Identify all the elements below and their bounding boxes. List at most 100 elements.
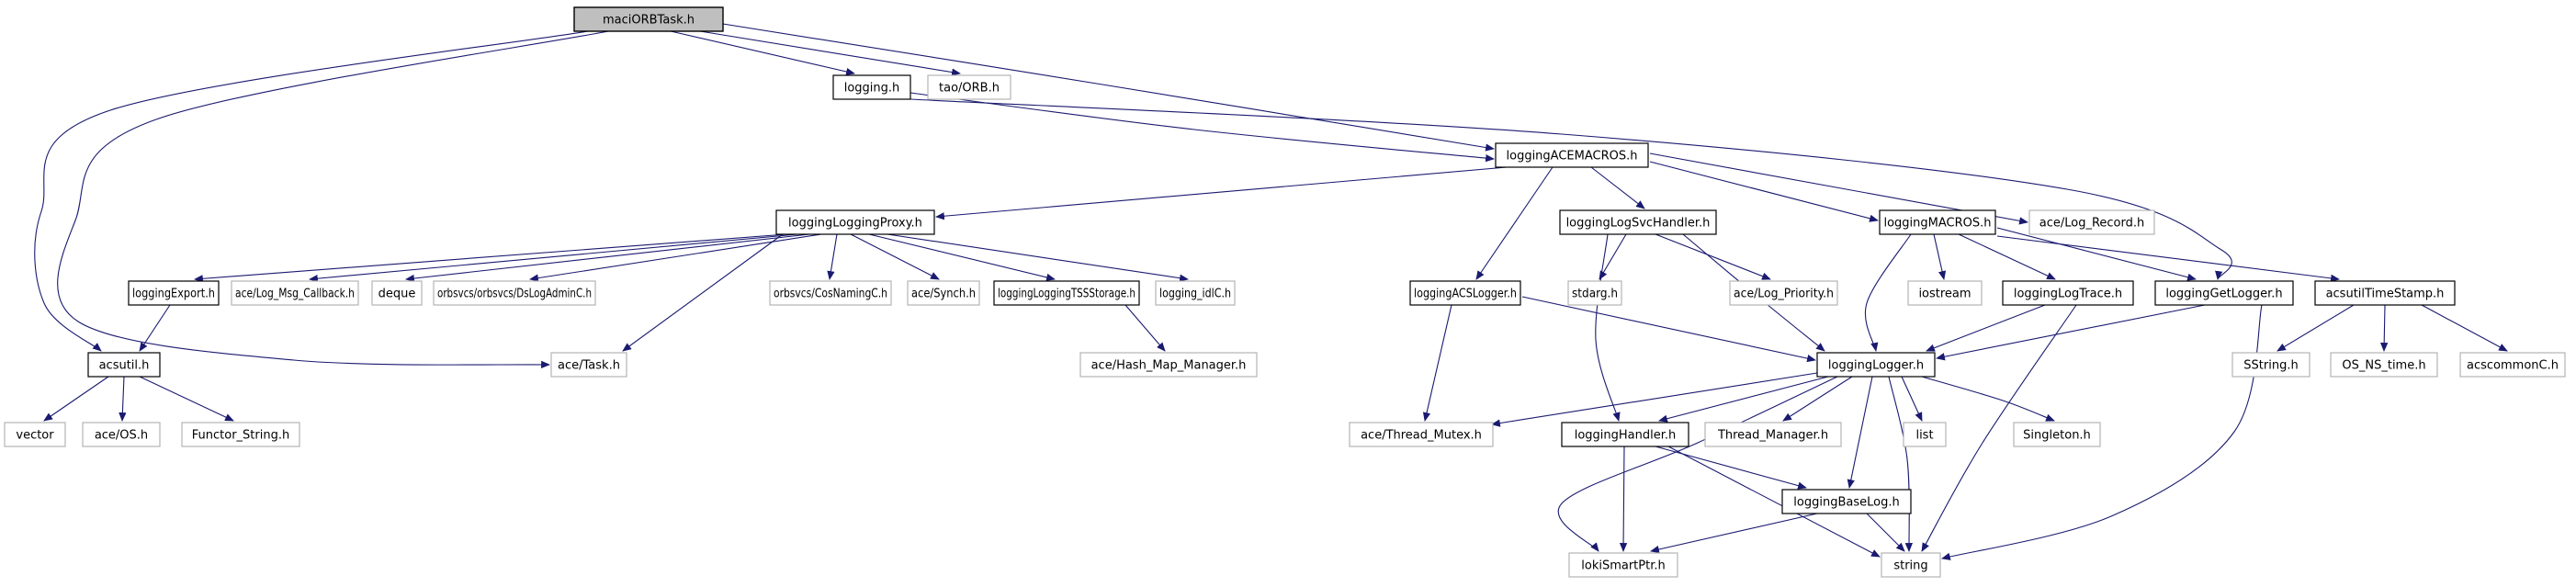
node-ace-Hash_Map_Manager-h: ace/Hash_Map_Manager.h bbox=[1079, 352, 1258, 378]
node-acsutil-h[interactable]: acsutil.h bbox=[87, 352, 161, 378]
node-label-vector: vector bbox=[16, 429, 54, 443]
edge-acsutilTimeStamp-h-to-SString-h bbox=[2277, 304, 2355, 352]
node-box-loggingACEMACROS-h bbox=[1495, 142, 1649, 168]
node-logging_idlC-h: logging_idlC.h bbox=[1155, 280, 1236, 306]
node-box-SString-h bbox=[2231, 352, 2310, 378]
node-label-loggingACEMACROS-h: loggingACEMACROS.h bbox=[1507, 150, 1638, 164]
edge-loggingLoggingProxy-h-to-loggingLoggingTSSStorage-h bbox=[868, 233, 1056, 281]
node-box-loggingLoggingTSSStorage-h bbox=[993, 280, 1140, 306]
edge-loggingLoggingProxy-h-to-ace-Task-h bbox=[622, 233, 784, 352]
node-label-ace-Log_Priority-h: ace/Log_Priority.h bbox=[1734, 288, 1834, 301]
edge-loggingExport-h-to-acsutil-h bbox=[139, 304, 171, 352]
node-box-stdarg-h bbox=[1567, 280, 1622, 306]
edge-loggingLogSvcHandler-h-to-loggingHandler-h bbox=[1595, 233, 1621, 422]
edge-loggingMACROS-h-to-acsutilTimeStamp-h bbox=[1996, 235, 2340, 283]
node-iostream: iostream bbox=[1907, 280, 1983, 306]
node-label-list: list bbox=[1915, 429, 1933, 443]
node-loggingHandler-h[interactable]: loggingHandler.h bbox=[1561, 422, 1689, 447]
edge-loggingLogger-h-to-loggingBaseLog-h bbox=[1847, 376, 1873, 489]
node-box-acsutilTimeStamp-h bbox=[2314, 280, 2456, 306]
node-box-loggingLogTrace-h bbox=[2002, 280, 2134, 306]
node-box-logging_idlC-h bbox=[1155, 280, 1236, 306]
node-label-deque: deque bbox=[378, 288, 416, 301]
edge-maciORBTask-h-to-acsutil-h bbox=[34, 30, 589, 352]
node-orbsvcs-DsLogAdminC-h: orbsvcs/orbsvcs/DsLogAdminC.h bbox=[433, 280, 596, 306]
edge-logging-h-to-loggingGetLogger-h bbox=[910, 98, 2232, 280]
edge-loggingMACROS-h-to-loggingLogTrace-h bbox=[1958, 233, 2056, 280]
edge-loggingACEMACROS-h-to-loggingACSLogger-h bbox=[1475, 166, 1554, 280]
edge-maciORBTask-h-to-logging-h bbox=[670, 30, 855, 76]
node-stdarg-h: stdarg.h bbox=[1567, 280, 1622, 306]
node-box-ace-Hash_Map_Manager-h bbox=[1079, 352, 1258, 378]
node-label-iostream: iostream bbox=[1918, 288, 1971, 301]
node-box-ace-Log_Priority-h bbox=[1729, 280, 1838, 306]
node-OS_NS_time-h: OS_NS_time.h bbox=[2330, 352, 2438, 378]
node-label-ace-OS-h: ace/OS.h bbox=[95, 429, 148, 443]
edge-loggingMACROS-h-to-loggingLogger-h bbox=[1865, 233, 1912, 352]
node-label-logging_idlC-h: logging_idlC.h bbox=[1159, 288, 1231, 301]
node-box-Singleton-h bbox=[2013, 422, 2101, 447]
node-box-loggingLogger-h bbox=[1816, 352, 1936, 378]
edge-loggingLogSvcHandler-h-to-stdarg-h bbox=[1599, 233, 1627, 280]
node-loggingLogTrace-h[interactable]: loggingLogTrace.h bbox=[2002, 280, 2134, 306]
node-loggingMACROS-h[interactable]: loggingMACROS.h bbox=[1879, 209, 1996, 235]
node-loggingLogger-h[interactable]: loggingLogger.h bbox=[1816, 352, 1936, 378]
node-label-loggingACSLogger-h: loggingACSLogger.h bbox=[1414, 288, 1517, 301]
node-box-loggingLoggingProxy-h bbox=[775, 209, 935, 235]
node-Thread_Manager-h: Thread_Manager.h bbox=[1704, 422, 1842, 447]
edge-loggingLogSvcHandler-h-to-ace-Log_Priority-h bbox=[1655, 233, 1771, 280]
node-label-ace-Log_Record-h: ace/Log_Record.h bbox=[2039, 217, 2145, 231]
node-logging-h[interactable]: logging.h bbox=[832, 74, 911, 100]
node-loggingBaseLog-h[interactable]: loggingBaseLog.h bbox=[1781, 489, 1912, 514]
node-box-maciORBTask-h bbox=[573, 6, 724, 32]
node-box-ace-OS-h bbox=[82, 422, 161, 447]
node-box-loggingLogSvcHandler-h bbox=[1559, 209, 1717, 235]
node-box-acsutil-h bbox=[87, 352, 161, 378]
node-label-ace-Task-h: ace/Task.h bbox=[558, 359, 620, 373]
node-label-acscommonC-h: acscommonC.h bbox=[2467, 359, 2559, 373]
node-loggingExport-h[interactable]: loggingExport.h bbox=[128, 280, 220, 306]
node-label-maciORBTask-h: maciORBTask.h bbox=[603, 14, 695, 28]
node-label-stdarg-h: stdarg.h bbox=[1572, 288, 1618, 301]
node-loggingLogSvcHandler-h[interactable]: loggingLogSvcHandler.h bbox=[1559, 209, 1717, 235]
node-acsutilTimeStamp-h[interactable]: acsutilTimeStamp.h bbox=[2314, 280, 2456, 306]
edge-loggingMACROS-h-to-loggingGetLogger-h bbox=[1996, 227, 2197, 281]
node-box-Functor_String-h bbox=[181, 422, 300, 447]
node-loggingLoggingTSSStorage-h[interactable]: loggingLoggingTSSStorage.h bbox=[993, 280, 1140, 306]
edge-loggingHandler-h-to-loggingBaseLog-h bbox=[1655, 446, 1807, 490]
edge-loggingLogger-h-to-loggingHandler-h bbox=[1658, 376, 1829, 423]
edge-loggingLoggingProxy-h-to-ace-Log_Msg_Callback-h bbox=[309, 233, 798, 283]
node-box-loggingBaseLog-h bbox=[1781, 489, 1912, 514]
edge-loggingACSLogger-h-to-loggingLogger-h bbox=[1521, 296, 1816, 363]
edge-loggingACSLogger-h-to-ace-Thread_Mutex-h bbox=[1422, 304, 1452, 422]
node-loggingACEMACROS-h[interactable]: loggingACEMACROS.h bbox=[1495, 142, 1649, 168]
node-label-Singleton-h: Singleton.h bbox=[2023, 429, 2091, 443]
node-label-loggingMACROS-h: loggingMACROS.h bbox=[1883, 217, 1991, 231]
edge-acsutil-h-to-Functor_String-h bbox=[139, 376, 234, 422]
node-loggingACSLogger-h[interactable]: loggingACSLogger.h bbox=[1409, 280, 1521, 306]
node-box-loggingExport-h bbox=[128, 280, 220, 306]
node-label-acsutil-h: acsutil.h bbox=[99, 359, 150, 373]
node-label-orbsvcs-CosNamingC-h: orbsvcs/CosNamingC.h bbox=[774, 288, 887, 301]
node-label-loggingExport-h: loggingExport.h bbox=[132, 288, 215, 301]
edge-loggingACEMACROS-h-to-loggingLoggingProxy-h bbox=[935, 166, 1508, 220]
node-list: list bbox=[1903, 422, 1947, 447]
edge-loggingLoggingProxy-h-to-orbsvcs-CosNamingC-h bbox=[827, 233, 838, 280]
node-box-acscommonC-h bbox=[2459, 352, 2566, 378]
node-label-Thread_Manager-h: Thread_Manager.h bbox=[1717, 429, 1828, 443]
edge-maciORBTask-h-to-tao-ORB-h bbox=[699, 30, 961, 76]
node-label-ace-Thread_Mutex-h: ace/Thread_Mutex.h bbox=[1361, 429, 1482, 443]
node-box-iostream bbox=[1907, 280, 1983, 306]
node-label-ace-Hash_Map_Manager-h: ace/Hash_Map_Manager.h bbox=[1091, 359, 1247, 373]
node-loggingLoggingProxy-h[interactable]: loggingLoggingProxy.h bbox=[775, 209, 935, 235]
edge-loggingLogger-h-to-string bbox=[1888, 376, 1913, 552]
node-label-loggingBaseLog-h: loggingBaseLog.h bbox=[1793, 496, 1899, 510]
node-label-ace-Log_Msg_Callback-h: ace/Log_Msg_Callback.h bbox=[235, 288, 355, 301]
node-loggingGetLogger-h[interactable]: loggingGetLogger.h bbox=[2154, 280, 2294, 306]
node-box-ace-Synch-h bbox=[907, 280, 980, 306]
node-ace-Log_Record-h: ace/Log_Record.h bbox=[2028, 209, 2155, 235]
node-label-loggingLogger-h: loggingLogger.h bbox=[1828, 359, 1924, 373]
edge-loggingHandler-h-to-string bbox=[1667, 446, 1881, 558]
node-deque: deque bbox=[371, 280, 423, 306]
edge-loggingGetLogger-h-to-loggingLogger-h bbox=[1936, 304, 2206, 361]
